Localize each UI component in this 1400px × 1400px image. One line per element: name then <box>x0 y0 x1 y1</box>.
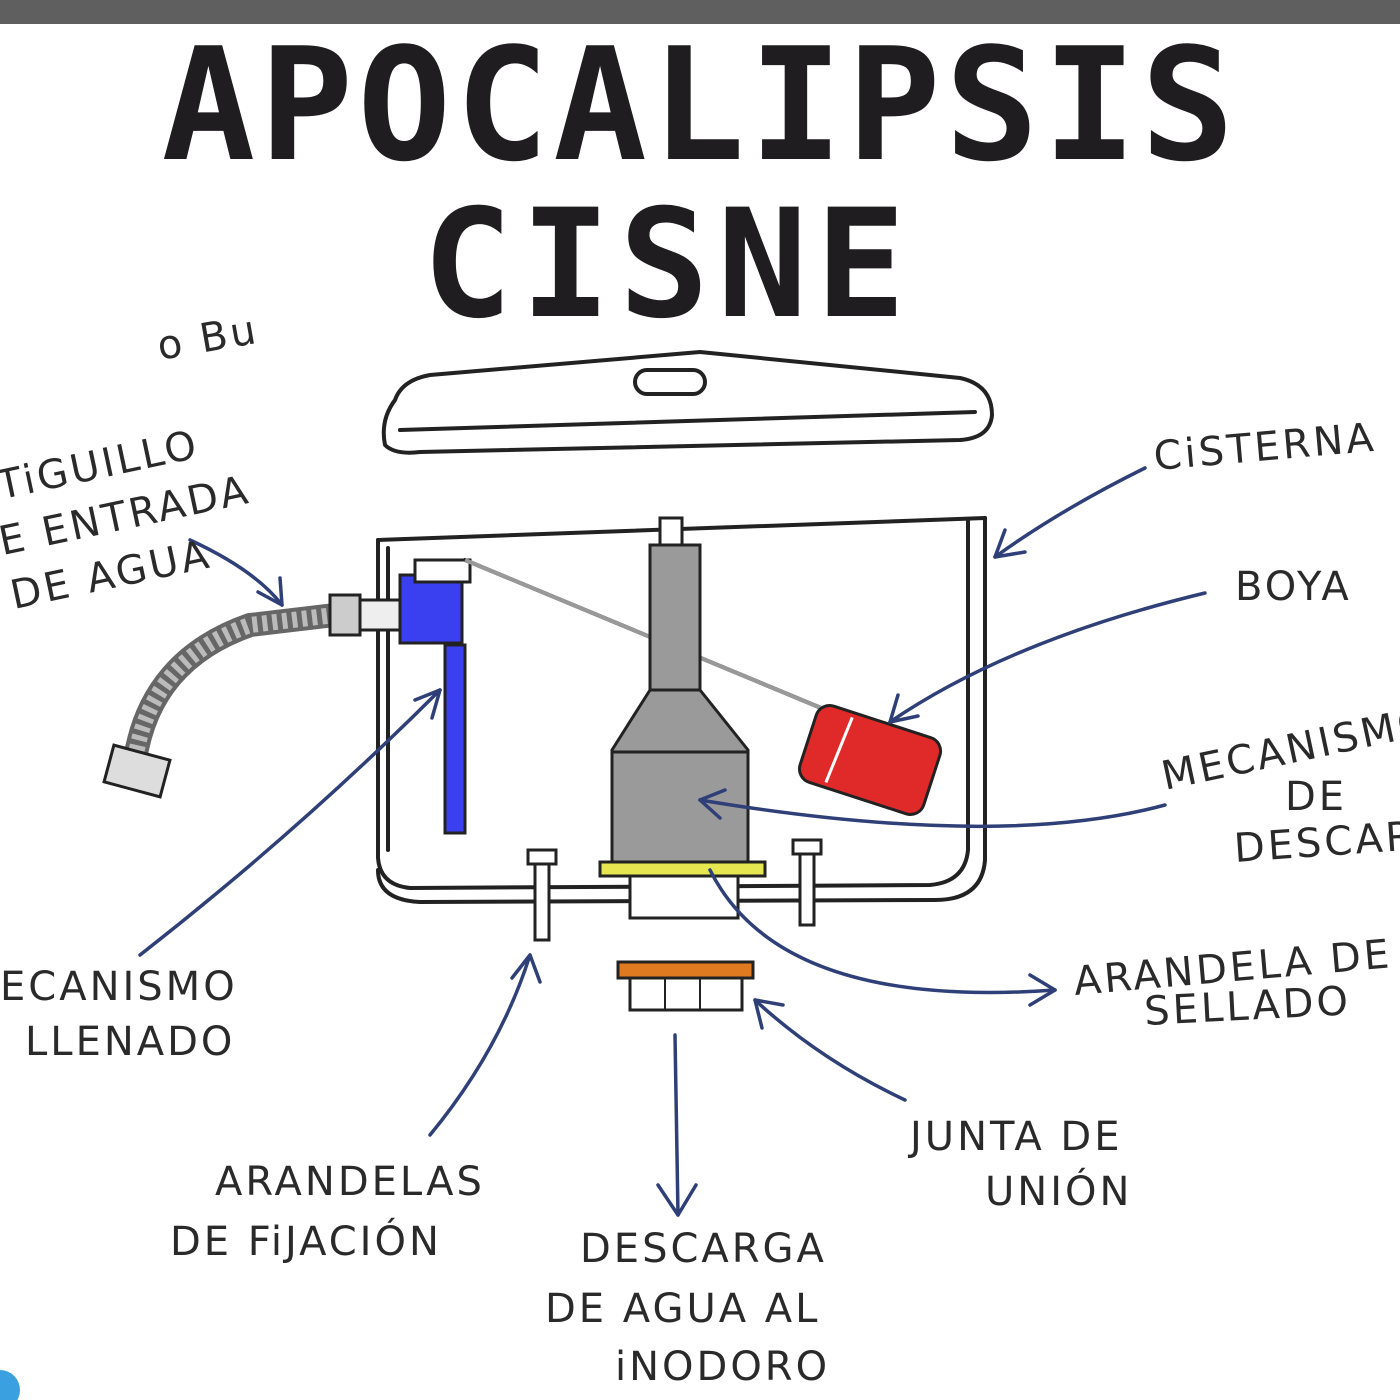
label-mecanismo-llenado: ECANISMO LLENADO <box>0 964 238 1065</box>
svg-text:LLENADO: LLENADO <box>25 1019 235 1065</box>
svg-text:iNODORO: iNODORO <box>615 1344 830 1390</box>
svg-text:JUNTA DE: JUNTA DE <box>907 1114 1122 1160</box>
corner-dot <box>0 1370 20 1400</box>
svg-text:UNIÓN: UNIÓN <box>985 1167 1132 1215</box>
svg-text:MECANISMO: MECANISMO <box>1158 698 1400 800</box>
svg-text:ARANDELAS: ARANDELAS <box>215 1159 485 1205</box>
label-arrows <box>138 466 1207 1217</box>
flush-button-slot <box>633 368 707 396</box>
svg-text:ECANISMO: ECANISMO <box>0 964 238 1010</box>
label-arandela-sellado: ARANDELA DE SELLADO <box>1072 931 1394 1035</box>
svg-text:DE FiJACIÓN: DE FiJACIÓN <box>170 1217 442 1265</box>
fill-valve <box>398 558 472 835</box>
svg-text:DE AGUA AL: DE AGUA AL <box>545 1286 820 1332</box>
float <box>797 704 943 816</box>
label-descarga-agua: DESCARGA DE AGUA AL iNODORO <box>545 1226 830 1390</box>
label-cisterna: CiSTERNA <box>1152 415 1378 480</box>
flush-mechanism <box>610 516 750 870</box>
svg-text:DE: DE <box>1285 774 1347 820</box>
hose-nut <box>102 743 172 799</box>
svg-text:SELLADO: SELLADO <box>1143 978 1352 1035</box>
svg-text:DESCARGA: DESCARGA <box>580 1226 827 1272</box>
label-junta: JUNTA DE UNIÓN <box>907 1114 1132 1215</box>
title-line-2: CISNE <box>422 178 914 352</box>
seal-washer <box>598 860 767 878</box>
label-boya: BOYA <box>1235 564 1352 610</box>
top-bar <box>0 0 1400 24</box>
label-entrada: TiGUILLO E ENTRADA DE AGUA <box>0 422 255 619</box>
water-inlet-hose <box>102 593 402 799</box>
union-gasket <box>616 960 755 1012</box>
fixing-bolts <box>526 838 823 942</box>
cistern-lid <box>381 350 994 455</box>
title-line-1: APOCALIPSIS <box>161 14 1239 196</box>
label-mecanismo-descarga: MECANISMO DE DESCARGA <box>1158 698 1400 872</box>
label-arandelas-fijacion: ARANDELAS DE FiJACIÓN <box>170 1159 485 1265</box>
